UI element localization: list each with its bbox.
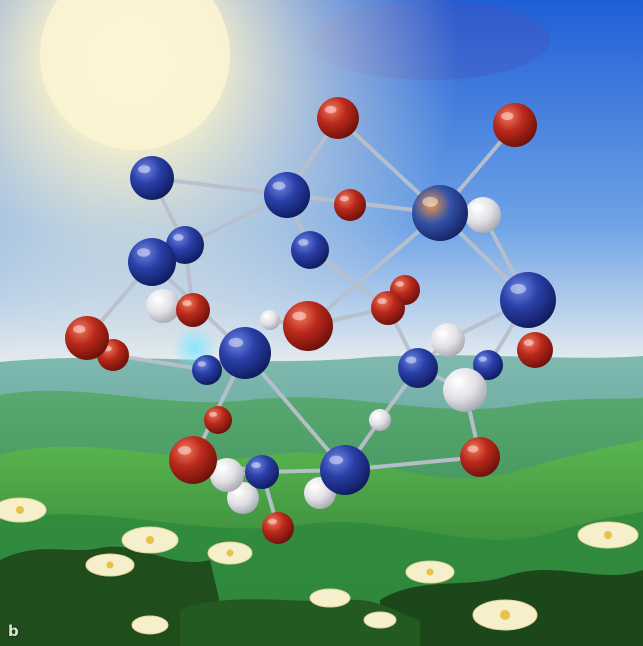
atom-highlight (329, 455, 344, 465)
white-atom (443, 368, 487, 412)
blue-atom (398, 348, 438, 388)
white-atom (146, 289, 180, 323)
atom-highlight (405, 356, 417, 364)
atom-highlight (437, 330, 447, 337)
atom-highlight (209, 411, 218, 417)
blue-atom (291, 231, 329, 269)
atom-highlight (138, 165, 151, 174)
blue-atom (128, 238, 176, 286)
atom-highlight (523, 339, 534, 347)
red-atom (460, 437, 500, 477)
blue-atom (245, 455, 279, 489)
blue-atom (219, 327, 271, 379)
atom-highlight (177, 446, 192, 455)
blue-atom (500, 272, 556, 328)
bond (306, 211, 442, 328)
red-atom (517, 332, 553, 368)
atom-highlight (377, 298, 387, 305)
red-atom (317, 97, 359, 139)
atom-highlight (395, 281, 404, 287)
atom-highlight (251, 462, 261, 469)
watermark-logo: b (8, 622, 20, 640)
atom-highlight (152, 296, 162, 303)
atom-highlight (73, 325, 86, 334)
red-atom (493, 103, 537, 147)
atom-highlight (136, 248, 151, 257)
blue-atom (264, 172, 310, 218)
atom-highlight (324, 105, 337, 114)
atom-highlight (182, 300, 192, 307)
blue-atom (192, 355, 222, 385)
atom-highlight (510, 283, 527, 294)
red-atom (262, 512, 294, 544)
red-atom (176, 293, 210, 327)
red-atom (283, 301, 333, 351)
blue-atom (320, 445, 370, 495)
atom-highlight (501, 112, 514, 121)
white-atom (431, 323, 465, 357)
blue-atom (130, 156, 174, 200)
molecule-atoms (65, 97, 556, 544)
atom-highlight (232, 488, 242, 495)
atom-highlight (228, 337, 244, 348)
atom-highlight (373, 413, 380, 418)
atom-highlight (263, 314, 270, 318)
white-atom (260, 310, 280, 330)
atom-highlight (197, 361, 206, 367)
atom-highlight (339, 195, 349, 202)
red-atom (371, 291, 405, 325)
atom-highlight (422, 196, 439, 207)
red-atom (334, 189, 366, 221)
white-atom (210, 458, 244, 492)
blue-atom (166, 226, 204, 264)
red-atom (65, 316, 109, 360)
atom-highlight (471, 204, 482, 212)
atom-highlight (267, 518, 277, 525)
atom-highlight (309, 483, 319, 490)
blue-atom (473, 350, 503, 380)
atom-highlight (272, 181, 286, 190)
white-atom (465, 197, 501, 233)
blue-atom (412, 185, 468, 241)
atom-highlight (451, 377, 464, 386)
atom-highlight (173, 233, 184, 241)
atom-highlight (298, 238, 309, 246)
red-atom (204, 406, 232, 434)
white-atom (369, 409, 391, 431)
red-atom (169, 436, 217, 484)
atom-highlight (467, 445, 479, 453)
atom-highlight (478, 356, 487, 362)
atom-highlight (216, 465, 226, 472)
atom-highlight (292, 311, 307, 321)
